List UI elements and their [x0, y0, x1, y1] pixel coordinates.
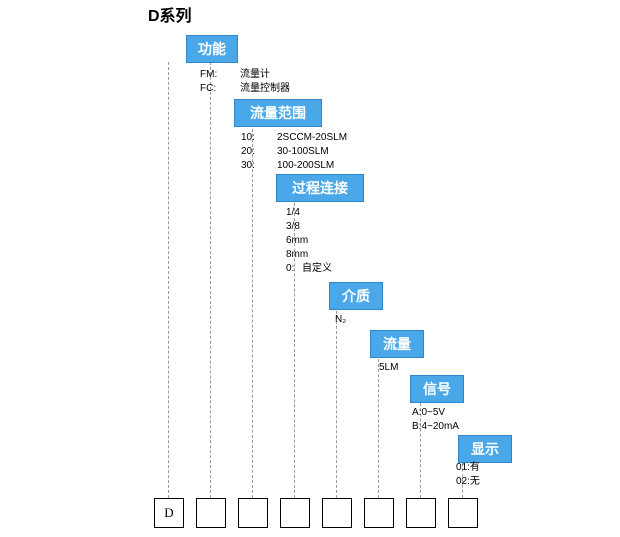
options-process-connection: 1/4 3/8 6mm 8mm 0: 自定义	[286, 206, 332, 276]
options-flow-range: 10: 2SCCM-20SLM 20: 30-100SLM 30: 100-200SL…	[241, 131, 347, 173]
code-box-6[interactable]	[364, 498, 394, 528]
option-code: 5LM	[379, 362, 399, 373]
option-desc: 100-200SLM	[277, 160, 335, 171]
code-box-2[interactable]	[196, 498, 226, 528]
option-desc: 流量控制器	[240, 83, 290, 94]
category-box-flow[interactable]: 流量	[370, 330, 424, 358]
category-box-signal[interactable]: 信号	[410, 375, 464, 403]
option-code: 20:	[241, 146, 255, 157]
option-code: FM:	[200, 69, 218, 80]
option-row: 20: 30-100SLM	[241, 145, 347, 159]
option-row: 10: 2SCCM-20SLM	[241, 131, 347, 145]
option-row: B:4~20mA	[412, 420, 459, 434]
option-row: 5LM	[379, 361, 398, 375]
dash-line-5	[336, 306, 337, 498]
options-medium: N₂	[335, 313, 346, 327]
category-box-flow-range[interactable]: 流量范围	[234, 99, 322, 127]
option-desc: 30-100SLM	[277, 146, 329, 157]
dash-line-3	[252, 124, 253, 498]
code-box-3[interactable]	[238, 498, 268, 528]
option-code: 3/8	[286, 221, 300, 232]
code-box-5[interactable]	[322, 498, 352, 528]
code-box-8[interactable]	[448, 498, 478, 528]
option-row: FM: 流量计	[200, 68, 290, 82]
code-box-7[interactable]	[406, 498, 436, 528]
category-box-process-connection[interactable]: 过程连接	[276, 174, 364, 202]
dash-line-6	[378, 354, 379, 498]
option-code: 8mm	[286, 249, 309, 260]
option-desc: 流量计	[240, 69, 270, 80]
category-box-display[interactable]: 显示	[458, 435, 512, 463]
category-box-medium[interactable]: 介质	[329, 282, 383, 310]
option-code: 02:无	[456, 476, 480, 487]
options-flow: 5LM	[379, 361, 398, 375]
option-row: FC: 流量控制器	[200, 82, 290, 96]
option-code: N₂	[335, 314, 347, 325]
option-row: 1/4	[286, 206, 332, 220]
option-row: N₂	[335, 313, 346, 327]
option-code: 1/4	[286, 207, 300, 218]
option-row: 02:无	[456, 475, 480, 489]
dash-line-7	[420, 398, 421, 498]
option-code: 6mm	[286, 235, 309, 246]
code-box-4[interactable]	[280, 498, 310, 528]
dash-line-2	[210, 62, 211, 498]
option-row: 01:有	[456, 461, 480, 475]
option-row: 0: 自定义	[286, 262, 332, 276]
option-code: 10:	[241, 132, 255, 143]
option-code: B:4~20mA	[412, 421, 459, 432]
options-function: FM: 流量计 FC: 流量控制器	[200, 68, 290, 96]
option-row: A:0~5V	[412, 406, 459, 420]
code-box-1[interactable]: D	[154, 498, 184, 528]
option-row: 3/8	[286, 220, 332, 234]
option-desc: 2SCCM-20SLM	[277, 132, 348, 143]
page-title: D系列	[148, 8, 192, 25]
dash-line-4	[294, 198, 295, 498]
option-desc: 自定义	[302, 263, 332, 274]
category-box-function[interactable]: 功能	[186, 35, 238, 63]
dash-line-8	[462, 458, 463, 498]
option-row: 8mm	[286, 248, 332, 262]
dash-line-1	[168, 62, 169, 498]
options-signal: A:0~5V B:4~20mA	[412, 406, 459, 434]
option-code: 0:	[286, 263, 295, 274]
options-display: 01:有 02:无	[456, 461, 480, 489]
option-code: 01:有	[456, 462, 480, 473]
option-row: 30: 100-200SLM	[241, 159, 347, 173]
option-row: 6mm	[286, 234, 332, 248]
option-code: A:0~5V	[412, 407, 446, 418]
option-code: FC:	[200, 83, 217, 94]
option-code: 30:	[241, 160, 255, 171]
